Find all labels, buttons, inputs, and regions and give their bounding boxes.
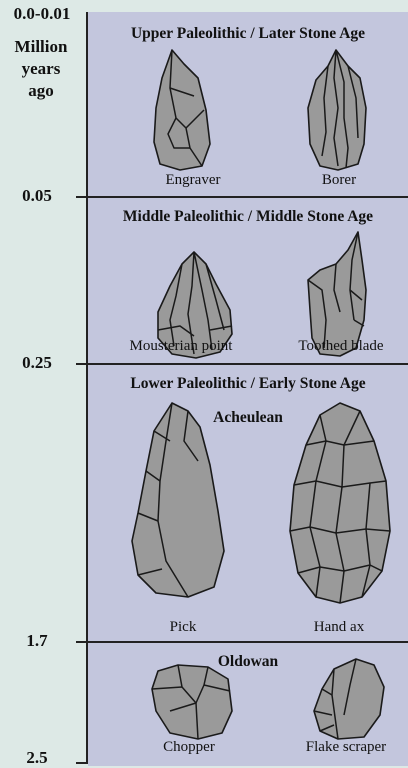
axis-title-line-3: years bbox=[0, 58, 82, 80]
tool-caption-chopper: Chopper bbox=[134, 739, 244, 756]
period-heading: Upper Paleolithic / Later Stone Age bbox=[88, 25, 408, 43]
axis-tick-label-2: 1.7 bbox=[0, 631, 74, 651]
axis-title-line-1: 0.0-0.01 bbox=[0, 4, 84, 24]
axis-title: Million years ago bbox=[0, 36, 82, 102]
tool-caption-mousterian-point: Mousterian point bbox=[96, 338, 266, 355]
lower-paleolithic-panel: Lower Paleolithic / Early Stone Age Ache… bbox=[88, 363, 408, 643]
tool-caption-toothed-blade: Toothed blade bbox=[274, 338, 408, 355]
axis-tick-0 bbox=[76, 196, 88, 198]
axis-tick-1 bbox=[76, 363, 88, 365]
period-heading: Middle Paleolithic / Middle Stone Age bbox=[88, 208, 408, 226]
axis-tick-2 bbox=[76, 641, 88, 643]
borer-icon bbox=[298, 48, 378, 178]
axis-tick-label-3: 2.5 bbox=[0, 748, 74, 768]
engraver-icon bbox=[146, 48, 226, 178]
oldowan-panel: Oldowan Chopper Flake scraper bbox=[88, 641, 408, 766]
axis-title-line-4: ago bbox=[0, 80, 82, 102]
upper-paleolithic-panel: Upper Paleolithic / Later Stone Age Engr… bbox=[88, 12, 408, 196]
axis-tick-label-1: 0.25 bbox=[0, 353, 74, 373]
tool-caption-pick: Pick bbox=[128, 619, 238, 636]
tool-caption-engraver: Engraver bbox=[138, 172, 248, 189]
tool-caption-flake-scraper: Flake scraper bbox=[284, 739, 408, 756]
axis-tick-label-0: 0.05 bbox=[0, 186, 74, 206]
tool-caption-borer: Borer bbox=[284, 172, 394, 189]
axis-tick-3 bbox=[76, 762, 88, 764]
period-heading: Lower Paleolithic / Early Stone Age bbox=[88, 375, 408, 393]
tool-caption-hand-ax: Hand ax bbox=[284, 619, 394, 636]
pick-icon bbox=[126, 401, 236, 601]
flake-scraper-icon bbox=[304, 655, 394, 741]
axis-title-line-2: Million bbox=[0, 36, 82, 58]
chopper-icon bbox=[148, 661, 238, 741]
middle-paleolithic-panel: Middle Paleolithic / Middle Stone Age Mo… bbox=[88, 196, 408, 365]
hand-ax-icon bbox=[286, 401, 396, 611]
